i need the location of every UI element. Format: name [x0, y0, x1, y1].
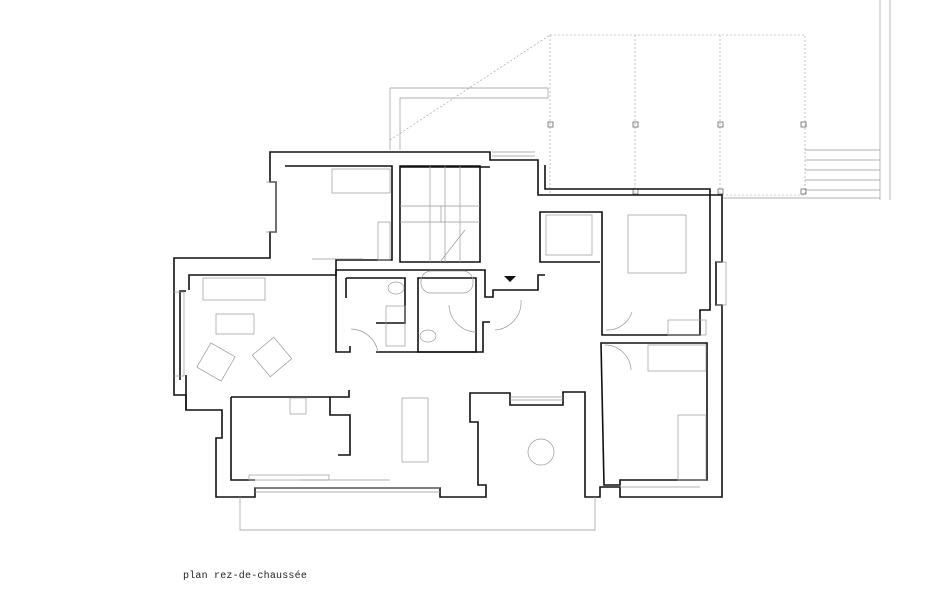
plan-caption: plan rez-de-chaussée: [183, 571, 308, 582]
furniture: [196, 166, 707, 481]
pergola-terrace: [389, 0, 891, 200]
windows: [174, 151, 727, 531]
walls: [173, 151, 723, 498]
entrance-arrow-icon: [504, 276, 516, 282]
